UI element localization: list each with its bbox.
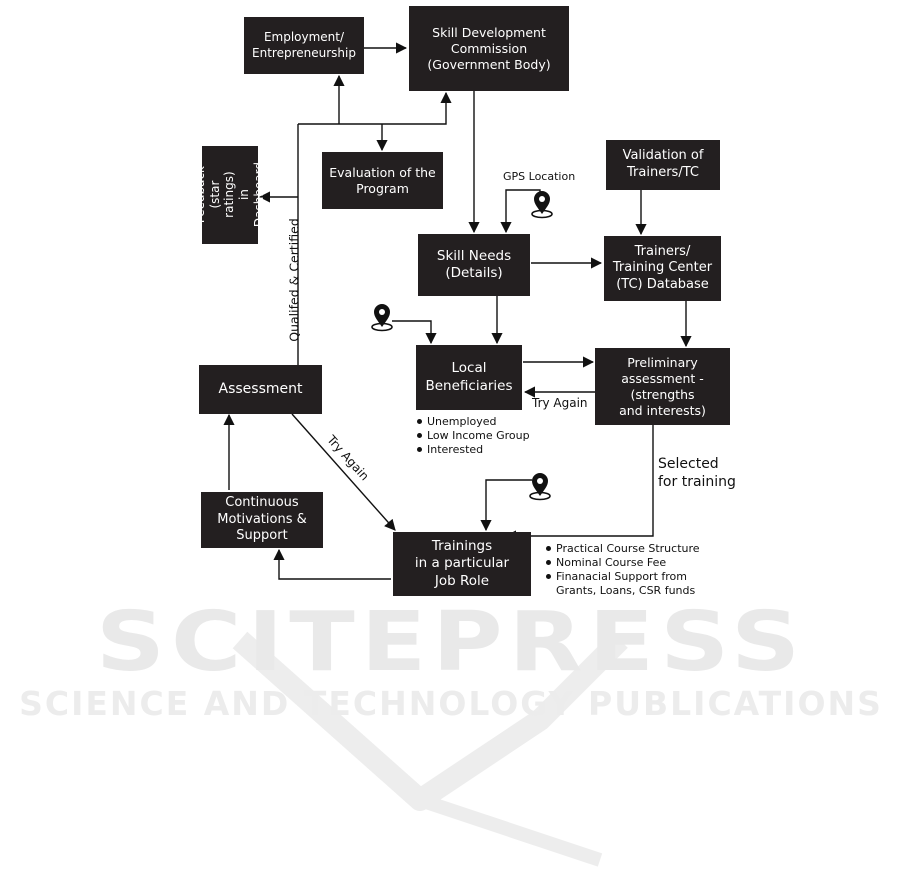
list-item: Grants, Loans, CSR funds bbox=[556, 584, 696, 597]
node-feedback: Feedback (star ratings) in Dashboard bbox=[193, 146, 266, 244]
location-pin-icon bbox=[529, 473, 551, 501]
list-item: Practical Course Structure bbox=[545, 542, 700, 556]
try-again-label: Try Again bbox=[532, 396, 588, 410]
node-evaluation: Evaluation of the Program bbox=[322, 152, 443, 209]
node-local-beneficiaries: Local Beneficiaries bbox=[416, 345, 522, 410]
list-item: Unemployed bbox=[416, 415, 530, 429]
node-trainers-db: Trainers/ Training Center (TC) Database bbox=[604, 236, 721, 301]
location-pin-icon bbox=[531, 191, 553, 219]
node-trainings: Trainings in a particular Job Role bbox=[393, 532, 531, 596]
node-preliminary-assessment: Preliminary assessment - (strengths and … bbox=[595, 348, 730, 425]
list-item: Finanacial Support from bbox=[545, 570, 700, 584]
edge-gps-beneficiaries bbox=[392, 320, 437, 345]
list-item: Nominal Course Fee bbox=[545, 556, 700, 570]
beneficiary-groups-list: Unemployed Low Income Group Interested bbox=[416, 415, 530, 457]
node-assessment: Assessment bbox=[199, 365, 322, 414]
edge-trunk-commission bbox=[298, 91, 452, 125]
edge-trainings-motivation bbox=[273, 548, 391, 580]
node-validation: Validation of Trainers/TC bbox=[606, 140, 720, 190]
selected-for-training-label: Selected for training bbox=[658, 456, 736, 491]
list-item: Low Income Group bbox=[416, 429, 530, 443]
node-skill-needs: Skill Needs (Details) bbox=[418, 234, 530, 296]
list-item: Interested bbox=[416, 443, 530, 457]
node-motivation: Continuous Motivations & Support bbox=[201, 492, 323, 548]
edge-assessment-trainings bbox=[291, 413, 396, 531]
edge-preliminary-trainings bbox=[504, 425, 654, 542]
location-pin-icon bbox=[371, 304, 393, 332]
node-commission: Skill Development Commission (Government… bbox=[409, 6, 569, 91]
watermark-subtitle: SCIENCE AND TECHNOLOGY PUBLICATIONS bbox=[19, 684, 883, 723]
watermark-title: SCITEPRESS bbox=[95, 594, 807, 690]
edge-gps-trainings bbox=[480, 479, 532, 532]
node-feedback-label: Feedback (star ratings) in Dashboard bbox=[193, 162, 266, 228]
gps-location-label: GPS Location bbox=[503, 170, 576, 183]
qualified-certified-label: Qualifed & Certified bbox=[286, 218, 302, 342]
training-features-list: Practical Course Structure Nominal Cours… bbox=[545, 542, 700, 598]
node-employment: Employment/ Entrepreneurship bbox=[244, 17, 364, 74]
